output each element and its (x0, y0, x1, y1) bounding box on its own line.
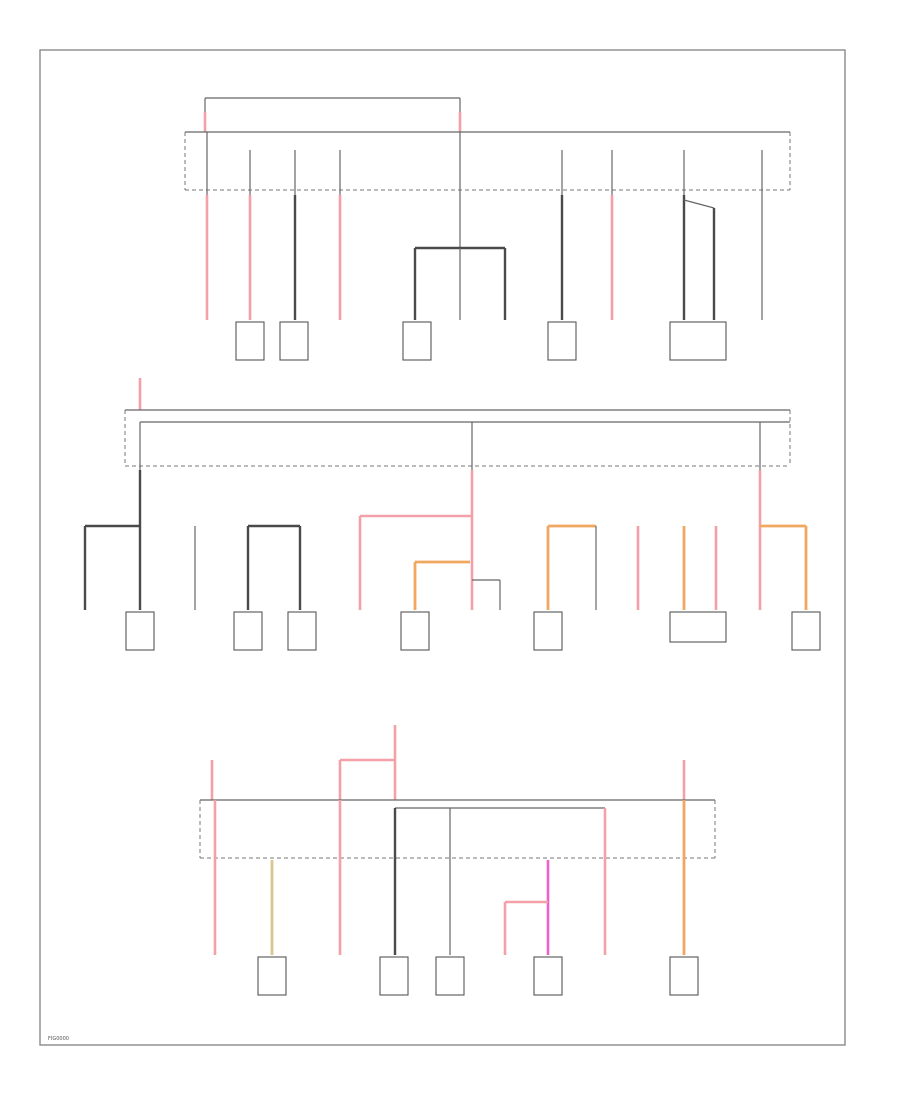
diagram-frame (39, 49, 846, 1046)
section-1 (184, 97, 791, 361)
section-2 (83, 378, 821, 651)
figure-id: FIG0000 (48, 1036, 69, 1042)
section-3 (199, 725, 716, 996)
